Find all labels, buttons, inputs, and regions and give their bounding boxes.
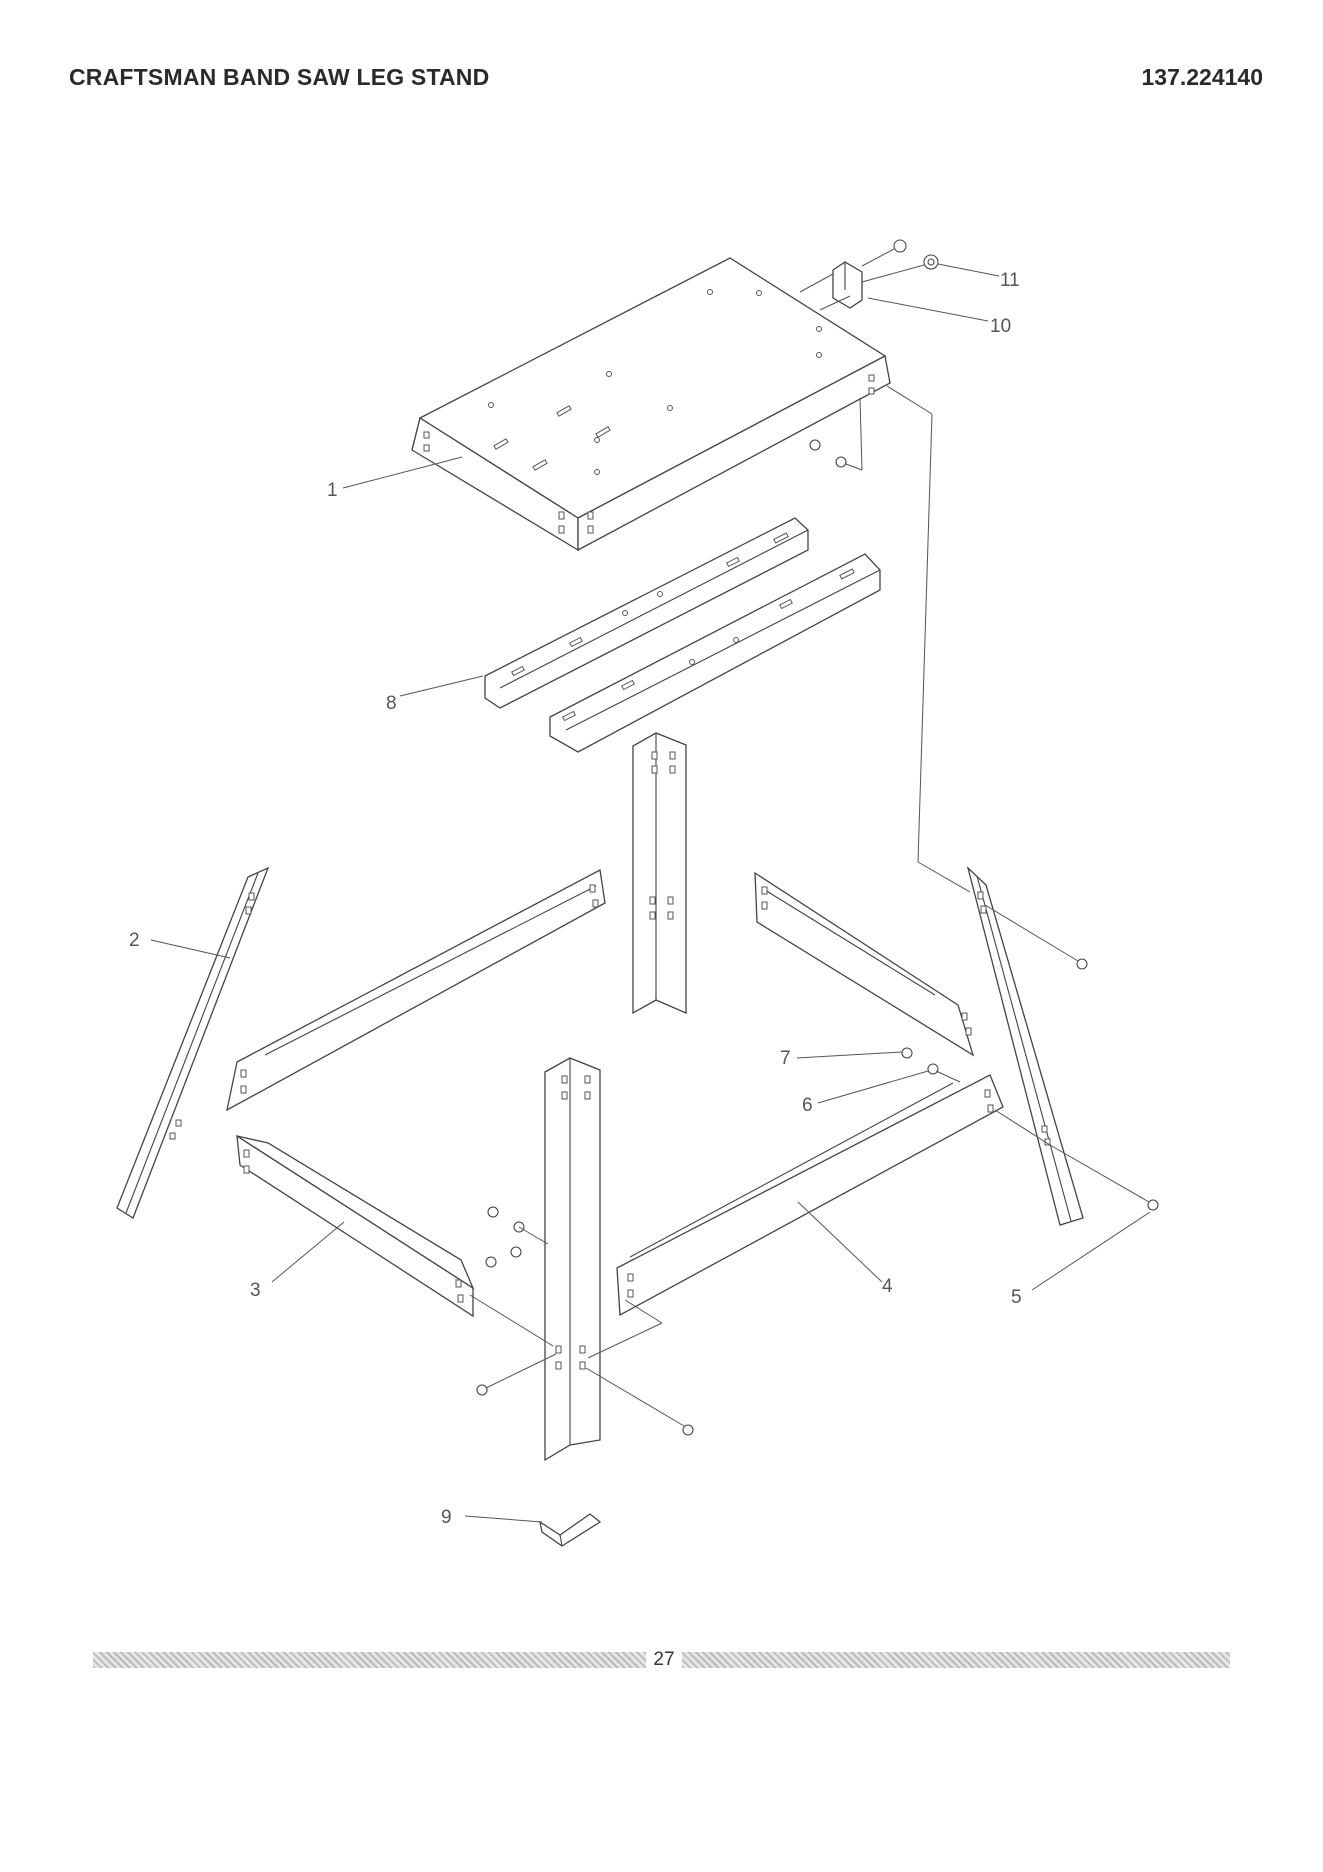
part-foot	[540, 1514, 600, 1546]
part-leg-rear	[633, 733, 686, 1013]
callout-8: 8	[386, 693, 397, 714]
callout-11: 11	[1000, 270, 1020, 291]
part-support-rails	[485, 518, 880, 752]
part-leg-right	[968, 868, 1083, 1225]
part-brace-front-left	[237, 1136, 473, 1316]
callout-10: 10	[990, 316, 1011, 337]
callout-1: 1	[327, 480, 338, 501]
part-brace-rear-right	[755, 873, 973, 1055]
callout-9: 9	[441, 1507, 452, 1528]
callout-6: 6	[802, 1095, 813, 1116]
part-leg-front	[545, 1058, 600, 1460]
part-table-top	[412, 258, 890, 550]
page-number: 27	[646, 1649, 682, 1671]
footer-rule-right	[682, 1652, 1230, 1668]
callout-3: 3	[250, 1280, 261, 1301]
part-screws-top	[862, 240, 938, 282]
footer-rule-left	[93, 1652, 646, 1668]
part-bracket	[800, 262, 862, 310]
callout-5: 5	[1011, 1287, 1022, 1308]
callout-4: 4	[882, 1276, 893, 1297]
callout-2: 2	[129, 930, 140, 951]
callout-7: 7	[780, 1048, 791, 1069]
